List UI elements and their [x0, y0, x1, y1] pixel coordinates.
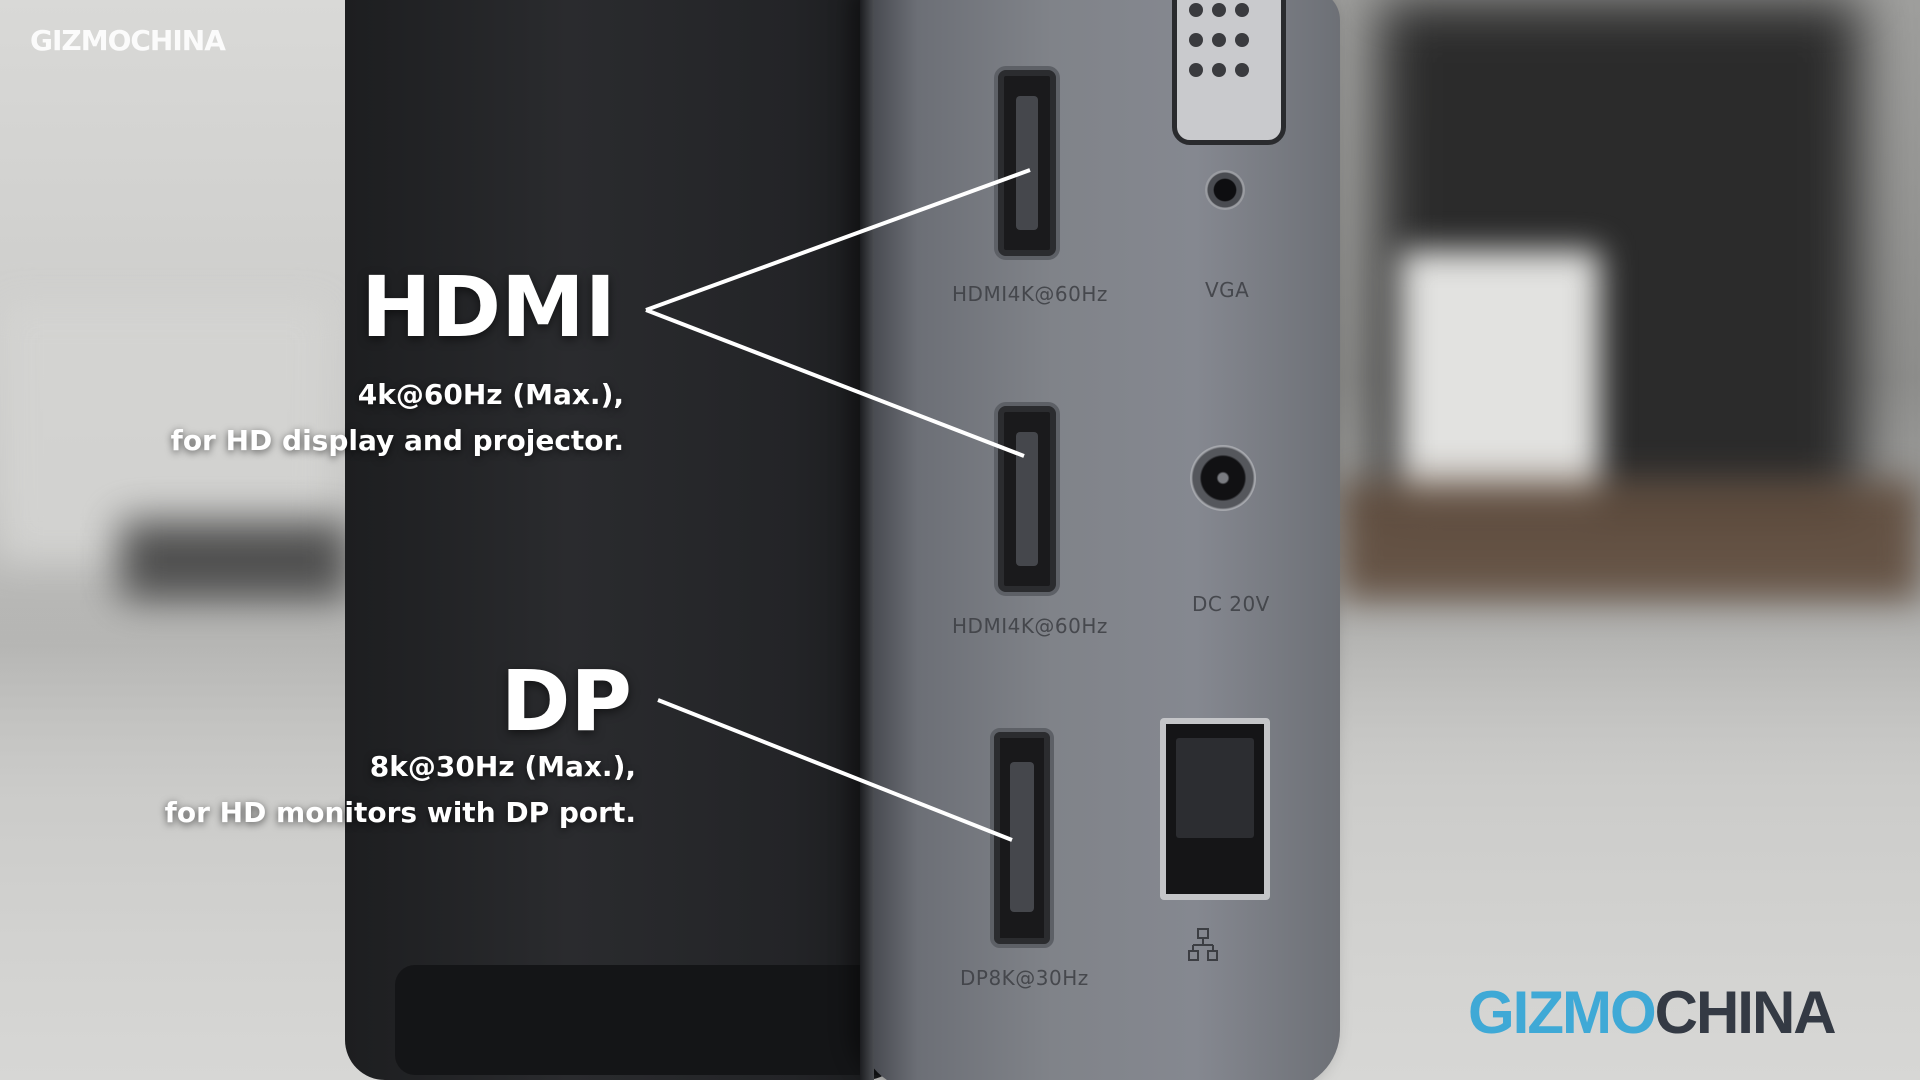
ethernet-port-inner	[1176, 738, 1254, 838]
watermark-logo-china: CHINA	[1654, 979, 1837, 1046]
hdmi-annotation-line2: for HD display and projector.	[170, 424, 624, 457]
vga-pin	[1189, 3, 1203, 17]
background-blur-strip	[120, 520, 350, 600]
vga-port-label: VGA	[1205, 278, 1250, 302]
hdmi-bottom-port-label: HDMI4K@60Hz	[952, 614, 1108, 638]
dock-body	[345, 0, 905, 1080]
background-wood	[1340, 480, 1920, 600]
hdmi-top-port-label: HDMI4K@60Hz	[952, 282, 1108, 306]
vga-pin	[1212, 3, 1226, 17]
hdmi-annotation-description: 4k@60Hz (Max.), for HD display and proje…	[171, 372, 624, 464]
hdmi-port-top	[994, 66, 1060, 260]
dock-port-panel	[860, 0, 1340, 1080]
ethernet-port	[1160, 718, 1270, 900]
dp-port-label: DP8K@30Hz	[960, 966, 1089, 990]
dp-port	[990, 728, 1054, 948]
hdmi-annotation-line1: 4k@60Hz (Max.),	[357, 378, 624, 411]
dc-port-label: DC 20V	[1192, 592, 1270, 616]
dock-base	[395, 965, 915, 1075]
vga-pin	[1235, 33, 1249, 47]
audio-port	[1205, 170, 1245, 210]
watermark-logo: GIZMOCHINA	[1468, 978, 1837, 1047]
vga-port	[1172, 0, 1286, 145]
vga-pin	[1212, 33, 1226, 47]
network-icon	[1188, 928, 1218, 961]
dc-power-port	[1190, 445, 1256, 511]
dp-annotation-line2: for HD monitors with DP port.	[164, 796, 636, 829]
dock-panel-edge	[860, 0, 874, 1080]
hdmi-port-bottom	[994, 402, 1060, 596]
dp-annotation-description: 8k@30Hz (Max.), for HD monitors with DP …	[165, 744, 636, 836]
watermark-top: GIZMOCHINA	[30, 24, 226, 57]
vga-pin	[1189, 63, 1203, 77]
background-blur-block	[0, 300, 330, 560]
background-white-object	[1400, 250, 1600, 510]
vga-pin	[1235, 3, 1249, 17]
vga-pin	[1189, 33, 1203, 47]
dp-annotation-line1: 8k@30Hz (Max.),	[369, 750, 636, 783]
watermark-logo-gizmo: GIZMO	[1468, 979, 1657, 1046]
dp-annotation-title: DP	[500, 652, 632, 750]
hdmi-annotation-title: HDMI	[361, 258, 616, 356]
vga-pin	[1212, 63, 1226, 77]
vga-pin	[1235, 63, 1249, 77]
